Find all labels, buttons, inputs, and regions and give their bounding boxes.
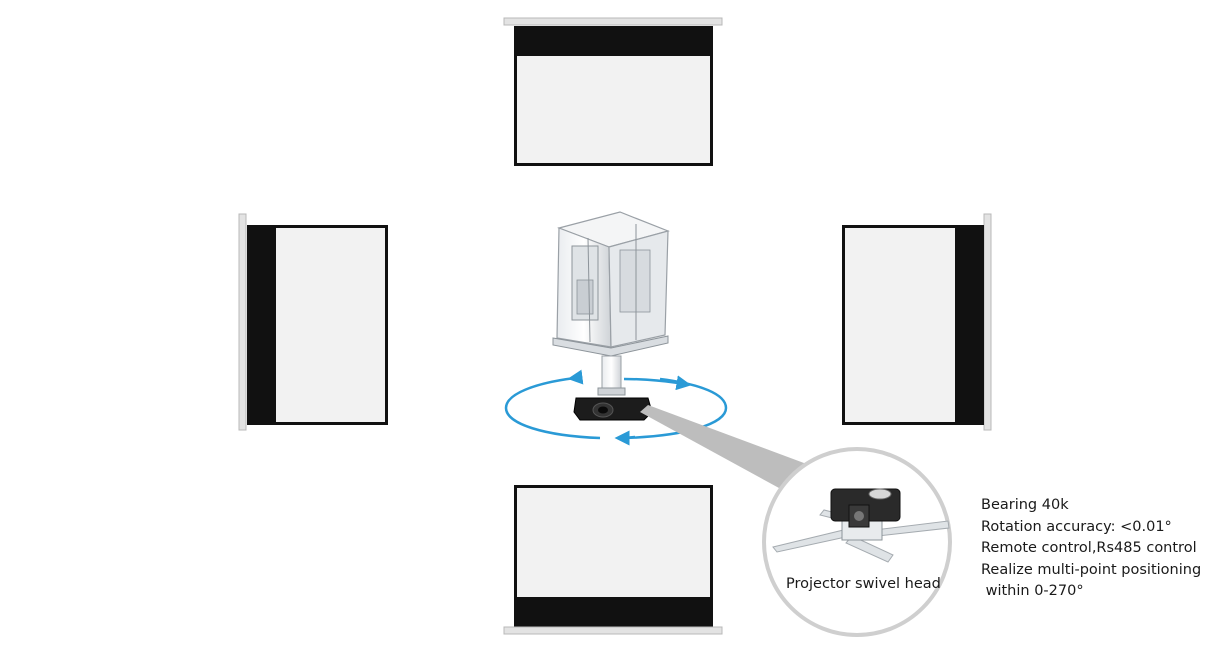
screen-right [842,213,992,431]
spec-list: Bearing 40k Rotation accuracy: <0.01° Re… [981,495,1201,603]
spec-item-control: Remote control,Rs485 control [981,540,1197,556]
swivel-head-caption: Projector swivel head [786,576,941,592]
projector [573,397,653,421]
rotation-arrows [504,369,728,446]
spec-item-positioning: Realize multi-point positioning [981,561,1202,578]
swivel-head-image [772,488,950,563]
spec-item-positioning-range: within 0-270° [981,583,1084,599]
screen-top [503,17,723,166]
callout-pointer [640,405,812,494]
spec-item-rotation-accuracy: Rotation accuracy: <0.01° [981,518,1172,535]
callout-magnifier [762,447,952,637]
spec-item-bearing: Bearing 40k [981,497,1069,513]
screen-bottom [503,485,723,635]
screen-left [238,213,388,431]
projector-lift-enclosure [552,211,670,396]
